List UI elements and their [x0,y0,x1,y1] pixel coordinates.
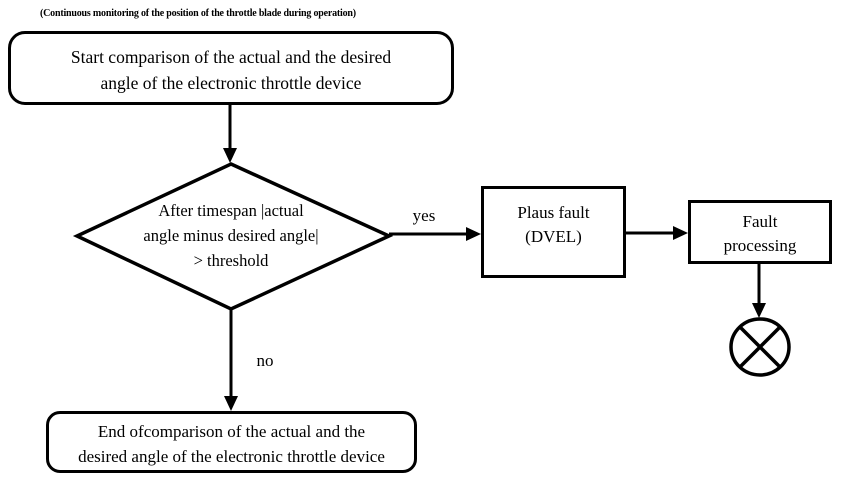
decision-node-text: After timespan |actual angle minus desir… [111,198,351,273]
arrow-yes-head [466,227,481,241]
fault-processing-node: Fault processing [688,200,832,264]
start-node: Start comparison of the actual and the d… [8,31,454,105]
end-node-line1: End ofcomparison of the actual and the [97,422,366,441]
decision-line3: > threshold [193,251,269,270]
decision-line2: angle minus desired angle| [143,226,319,245]
fault-processing-line1: Fault [742,212,778,231]
plaus-fault-line1: Plaus fault [517,203,590,222]
plaus-fault-node: Plaus fault (DVEL) [481,186,626,278]
arrow-plaus-to-fault-head [673,226,688,240]
fault-processing-line2: processing [723,236,797,255]
edge-label-yes: yes [412,206,436,225]
decision-line1: After timespan |actual [158,201,304,220]
edge-label-no: no [256,351,274,370]
plaus-fault-line2: (DVEL) [525,227,582,246]
arrow-no-head [224,396,238,411]
end-node: End ofcomparison of the actual and the d… [46,411,417,473]
arrow-start-to-decision-head [223,148,237,163]
diagram-caption: (Continuous monitoring of the position o… [40,8,356,19]
start-node-line2: angle of the electronic throttle device [100,73,362,93]
arrow-fault-to-terminator-head [752,303,766,318]
start-node-line1: Start comparison of the actual and the d… [70,47,392,67]
terminator-cross-line-2 [738,325,782,369]
end-node-line2: desired angle of the electronic throttle… [78,447,385,466]
